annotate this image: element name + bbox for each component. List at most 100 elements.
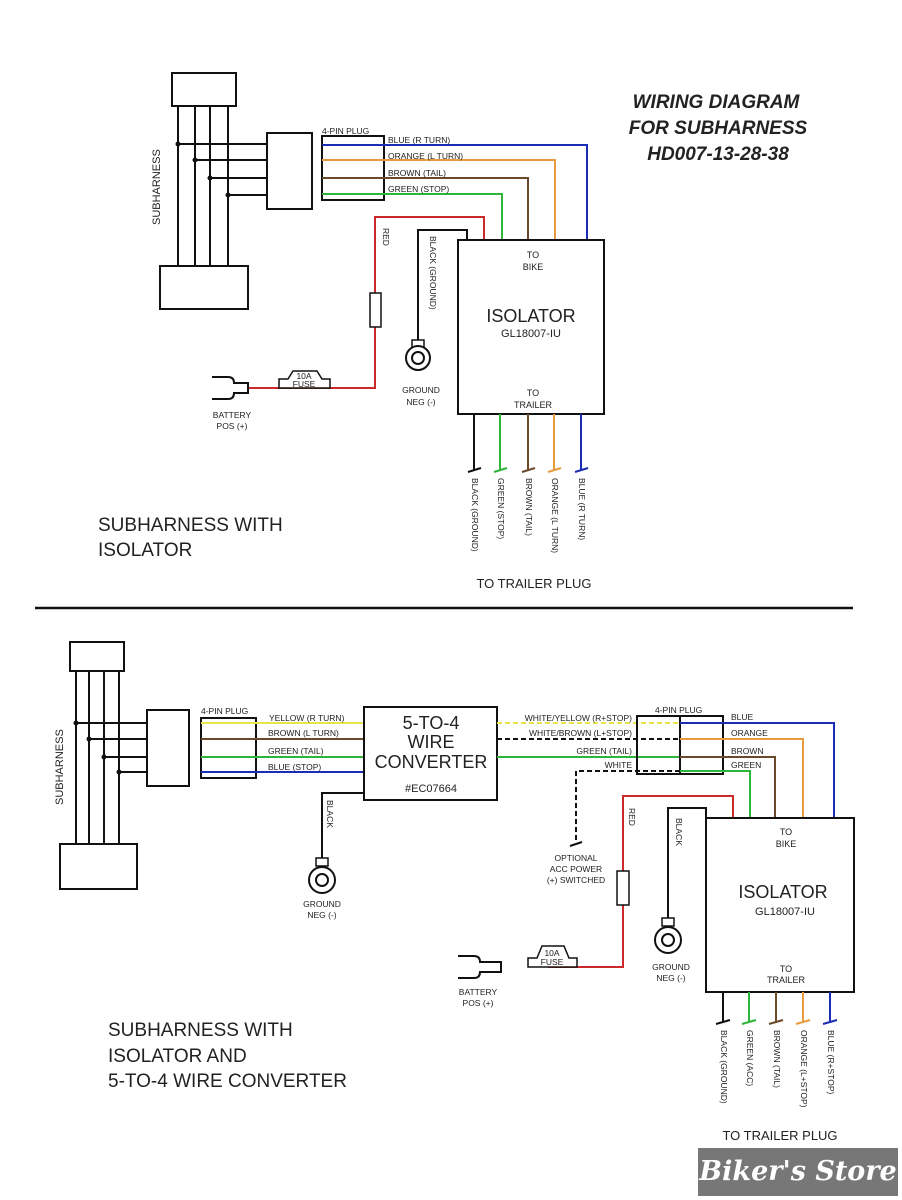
svg-text:BLACK: BLACK [674,818,684,846]
diagram-1: SUBHARNESS 4-PIN PLUG BLUE (R TURN) ORAN… [98,72,605,591]
wire-red [248,216,485,389]
svg-text:NEG (-): NEG (-) [656,973,685,983]
wire-label-orange: ORANGE (L TURN) [388,151,463,161]
svg-text:TO: TO [780,964,792,974]
output-label: BLACK (GROUND) [470,478,480,552]
isolator-name: ISOLATOR [486,306,575,326]
svg-text:BIKE: BIKE [776,839,797,849]
svg-text:CONVERTER: CONVERTER [375,752,488,772]
svg-text:TO: TO [780,827,792,837]
isolator-model: GL18007-IU [501,328,561,340]
svg-text:5-TO-4: 5-TO-4 [403,713,460,733]
fuse-2: 10A FUSE [527,945,578,968]
wire-label: YELLOW (R TURN) [269,713,345,723]
subharness-bottom-connector [159,265,249,310]
svg-text:BLUE (R+STOP): BLUE (R+STOP) [826,1030,836,1094]
svg-text:TO: TO [527,250,539,260]
wire-label-green: GREEN (STOP) [388,184,449,194]
svg-text:10A: 10A [296,371,311,381]
4-pin-plug-1 [321,135,385,201]
ground-terminal-2: GROUND NEG (-) [303,857,341,920]
subharness-1: SUBHARNESS [151,72,313,310]
svg-text:FUSE: FUSE [541,957,564,967]
subharness-label: SUBHARNESS [54,729,66,805]
svg-text:POS (+): POS (+) [463,998,494,1008]
svg-text:BLACK: BLACK [325,800,335,828]
wire-label: WHITE/YELLOW (R+STOP) [525,713,632,723]
wire-brown [322,177,529,240]
wire-label: WHITE/BROWN (L+STOP) [529,728,632,738]
svg-text:GREEN: GREEN [731,760,761,770]
subharness-plug [146,709,190,787]
output-wires-2: BLACK (GROUND) GREEN (ACC) BROWN (TAIL) … [715,992,838,1108]
output-label: BLUE (R TURN) [577,478,587,540]
wire-label: BROWN (L TURN) [268,728,339,738]
subharness-top-connector [69,641,125,672]
title-line-1: WIRING DIAGRAM [633,92,801,113]
to-trailer-plug-label: TO TRAILER PLUG [476,576,591,591]
title-line-3: HD007-13-28-38 [647,144,789,165]
wire-label: WHITE [605,760,633,770]
subharness-bottom-connector [59,843,138,890]
output-label: BROWN (TAIL) [524,478,534,536]
black-ground-label: BLACK (GROUND) [428,236,438,310]
svg-text:TO TRAILER PLUG: TO TRAILER PLUG [722,1128,837,1143]
svg-text:10A: 10A [544,948,559,958]
wire-label-brown: BROWN (TAIL) [388,168,446,178]
plug-label: 4-PIN PLUG [322,126,369,136]
watermark-logo: Biker's Store [698,1148,898,1196]
svg-text:GREEN (ACC): GREEN (ACC) [745,1030,755,1086]
subharness-top-connector [171,72,237,107]
wire-label: GREEN (TAIL) [268,746,324,756]
svg-text:TRAILER: TRAILER [767,975,806,985]
svg-text:4-PIN PLUG: 4-PIN PLUG [655,705,702,715]
subharness-label: SUBHARNESS [151,149,163,225]
title-line-2: FOR SUBHARNESS [629,118,808,139]
watermark-text: Biker's Store [699,1156,897,1187]
caption-1-line-1: SUBHARNESS WITH [98,515,283,536]
svg-text:BROWN: BROWN [731,746,764,756]
svg-text:ORANGE: ORANGE [731,728,768,738]
converter-part-number: #EC07664 [405,783,457,795]
svg-text:GROUND: GROUND [402,385,440,395]
red-label: RED [381,228,391,246]
ground-terminal-3: GROUND NEG (-) [652,917,690,983]
svg-text:TO: TO [527,388,539,398]
wire-label: GREEN (TAIL) [576,746,632,756]
4-pin-plug-2a [200,717,257,779]
svg-text:WIRE: WIRE [408,732,455,752]
wire-orange [322,159,556,240]
output-wires-1: BLACK (GROUND) GREEN (STOP) BROWN (TAIL)… [467,414,589,553]
wire-label: BLUE (STOP) [268,762,321,772]
battery-terminal-2: BATTERY POS (+) [458,955,502,1008]
wire-black [321,792,364,858]
svg-text:BATTERY: BATTERY [459,987,498,997]
svg-text:FUSE: FUSE [293,379,316,389]
battery-terminal-1: BATTERY POS (+) [212,376,252,431]
svg-text:BLUE: BLUE [731,712,754,722]
isolator-2: TO BIKE ISOLATOR GL18007-IU TO TRAILER [705,817,855,993]
fuse-1: 10A FUSE [278,370,331,389]
svg-text:NEG (-): NEG (-) [406,397,435,407]
caption-2-line-2: ISOLATOR AND [108,1046,247,1067]
wire-green [322,193,503,240]
svg-text:POS (+): POS (+) [217,421,248,431]
svg-text:GROUND: GROUND [652,962,690,972]
subharness-2: SUBHARNESS [54,641,190,890]
svg-text:ACC POWER: ACC POWER [550,864,602,874]
svg-text:RED: RED [627,808,637,826]
ground-terminal-1: GROUND NEG (-) [402,339,440,407]
svg-text:(+) SWITCHED: (+) SWITCHED [547,875,605,885]
diagram-title: WIRING DIAGRAM FOR SUBHARNESS HD007-13-2… [629,92,808,165]
svg-text:BLACK (GROUND): BLACK (GROUND) [719,1030,729,1104]
plug-label: 4-PIN PLUG [201,706,248,716]
caption-2-line-1: SUBHARNESS WITH [108,1020,293,1041]
wire-converter: 5-TO-4 WIRE CONVERTER #EC07664 [363,706,498,801]
svg-text:BIKE: BIKE [523,262,544,272]
optional-acc-label: OPTIONAL [555,853,598,863]
wire-blue [322,144,588,240]
caption-1-line-2: ISOLATOR [98,540,192,561]
svg-text:BATTERY: BATTERY [213,410,252,420]
svg-text:NEG (-): NEG (-) [307,910,336,920]
subharness-plug [266,132,313,210]
